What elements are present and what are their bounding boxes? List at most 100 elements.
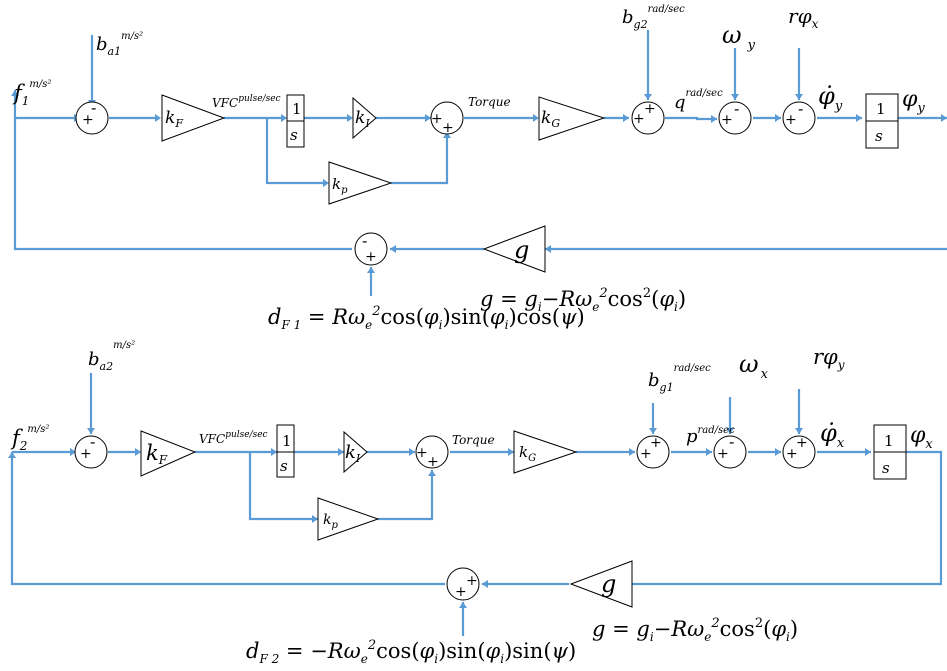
signal-label: rφx: [788, 4, 819, 31]
signal-label: Torque: [468, 95, 511, 109]
arrowhead: [795, 428, 803, 434]
gain-kg-block: [513, 430, 578, 474]
arrowhead: [545, 245, 551, 253]
summing-junction: [782, 101, 816, 135]
summing-junction: [713, 435, 747, 469]
gain-label: kG: [519, 443, 536, 464]
arrowhead: [775, 114, 781, 122]
arrowhead: [533, 114, 539, 122]
signal-label: ba1m/s²: [96, 31, 143, 58]
arrowhead: [11, 90, 19, 96]
arrowhead: [482, 580, 488, 588]
wire: [604, 450, 943, 586]
sign-plus: +: [82, 112, 94, 128]
gain-ki-block: [343, 430, 368, 474]
sign-minus: -: [91, 98, 96, 117]
arrowhead: [856, 114, 862, 122]
sign-plus: +: [640, 446, 652, 462]
summing-junction: [631, 101, 665, 135]
sign-minus: -: [362, 231, 367, 250]
sign-plus: +: [717, 446, 729, 462]
gain-kp-block: [317, 497, 380, 541]
summing-junction: [718, 101, 752, 135]
signal-label: φ̇x: [820, 419, 845, 451]
gain-label: kp: [323, 512, 338, 531]
gravity-equation: g = gi−Rωe2cos2(φi): [592, 616, 798, 644]
disturbance-equation: dF 1 = Rωe2cos(φi)sin(φi)cos(ψ): [268, 304, 585, 332]
sign-plus: +: [416, 445, 428, 461]
arrowhead: [644, 94, 652, 100]
sign-plus: +: [633, 111, 645, 127]
gain-label: g: [601, 570, 616, 598]
integrator-numerator: 1: [282, 432, 292, 450]
arrowhead: [795, 94, 803, 100]
sign-minus: -: [90, 432, 95, 451]
arrowhead: [70, 448, 76, 456]
signal-label: f2m/s²: [10, 424, 49, 453]
arrowhead: [347, 114, 353, 122]
gain-g-block: [569, 560, 633, 608]
sign-plus: +: [650, 435, 662, 451]
integrator-block: [276, 424, 295, 478]
summing-junction: [415, 435, 449, 469]
integrator-denominator: s: [290, 126, 298, 144]
sign-plus: +: [80, 446, 92, 462]
integrator-numerator: 1: [292, 100, 302, 118]
integrator-denominator: s: [875, 127, 883, 145]
sign-minus: -: [729, 432, 734, 451]
arrowhead: [649, 428, 657, 434]
summing-junction: [782, 435, 816, 469]
sign-plus: +: [786, 446, 798, 462]
sign-plus: +: [721, 112, 733, 128]
summing-junction: [636, 435, 670, 469]
sign-plus: +: [455, 584, 467, 600]
sign-plus: +: [785, 112, 797, 128]
summing-junction: [75, 101, 109, 135]
summing-junction: [74, 435, 108, 469]
sign-plus: +: [644, 101, 656, 117]
wire: [391, 136, 449, 185]
sign-plus: +: [431, 111, 443, 127]
arrowhead: [281, 114, 287, 122]
signal-label: prad/sec: [686, 425, 735, 447]
integrator-denominator: s: [280, 457, 288, 475]
signal-label: Torque: [452, 433, 495, 447]
summing-junction: [354, 232, 388, 266]
arrowhead: [425, 114, 431, 122]
signal-label: φ̇y: [818, 82, 843, 114]
integrator-numerator: 1: [876, 100, 886, 118]
sign-plus: +: [796, 435, 808, 451]
gain-label: kF: [146, 441, 168, 467]
arrowhead: [508, 448, 514, 456]
wire: [13, 90, 352, 251]
arrowhead: [155, 114, 161, 122]
wire: [265, 118, 325, 185]
summing-junction: [446, 567, 480, 601]
gain-label: g: [514, 236, 529, 264]
sign-minus: -: [798, 99, 803, 118]
signal-label: f1m/s²: [12, 79, 51, 108]
arrowhead: [390, 245, 396, 253]
arrowhead: [409, 448, 415, 456]
arrowhead: [312, 515, 318, 523]
arrowhead: [711, 115, 717, 123]
signal-label: bg2rad/sec: [622, 4, 685, 31]
arrowhead: [731, 94, 739, 100]
gain-kf-block: [161, 94, 226, 142]
signal-label: φy: [902, 87, 925, 116]
lower-loop: + - + + + + + - + + + + kF 1 s kI kp kG …: [8, 340, 943, 666]
wire: [665, 116, 717, 121]
sign-plus: +: [427, 454, 439, 470]
wire: [248, 452, 318, 521]
sign-minus: -: [734, 99, 739, 118]
gain-kf-block: [140, 430, 197, 477]
sign-plus: +: [442, 120, 454, 136]
arrowhead: [87, 428, 95, 434]
gain-g-block: [482, 225, 546, 273]
arrowhead: [367, 267, 375, 273]
arrowhead: [629, 448, 635, 456]
arrowhead: [865, 448, 871, 456]
